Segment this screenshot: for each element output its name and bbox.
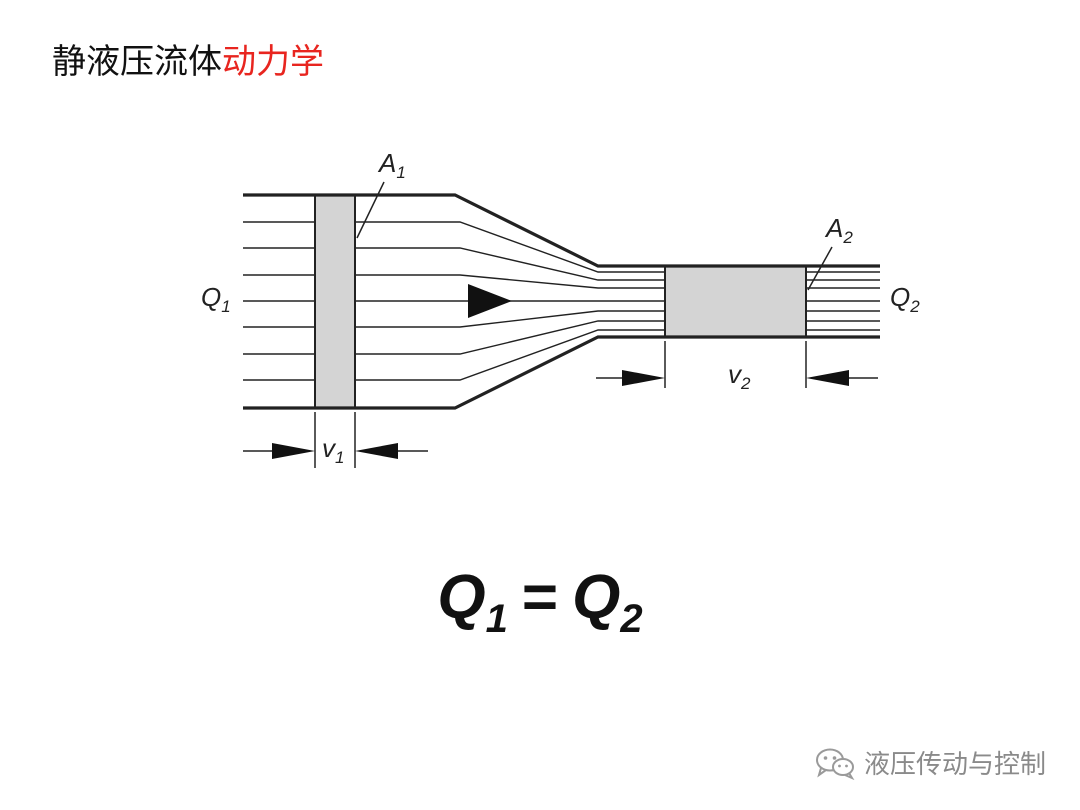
- streamlines: [243, 221, 880, 381]
- equation-operator: =: [521, 563, 559, 632]
- equation-lhs: Q: [437, 563, 486, 632]
- title-main: 静液压流体: [52, 42, 222, 82]
- title-accent: 动力学: [222, 42, 324, 82]
- v1-dimension: [243, 412, 428, 468]
- pipe-walls: [243, 193, 880, 410]
- continuity-equation: Q1=Q2: [0, 562, 1080, 642]
- watermark-text: 液压传动与控制: [863, 750, 1046, 780]
- equation-rhs-sub: 2: [620, 597, 643, 641]
- label-a2: A2: [824, 213, 853, 247]
- v2-left-arrow-icon: [622, 370, 665, 386]
- watermark: 液压传动与控制: [814, 744, 1046, 781]
- v2-right-arrow-icon: [806, 370, 849, 386]
- a1-leader: [356, 181, 385, 239]
- equation-lhs-sub: 1: [485, 597, 508, 641]
- wechat-icon: [815, 748, 855, 780]
- label-a1: A1: [377, 148, 406, 182]
- section-a2: [664, 265, 807, 338]
- label-q1: Q1: [201, 282, 231, 316]
- v1-left-arrow-icon: [272, 443, 315, 459]
- a2-leader: [807, 246, 833, 291]
- v2-dimension: [596, 341, 878, 388]
- flow-arrow-icon: [468, 284, 512, 318]
- page-title: 静液压流体动力学: [52, 34, 324, 83]
- label-v1: v1: [322, 433, 344, 467]
- label-q2: Q2: [890, 282, 920, 316]
- equation-rhs: Q: [572, 563, 621, 632]
- section-a1: [314, 194, 356, 409]
- label-v2: v2: [728, 359, 751, 393]
- v1-right-arrow-icon: [355, 443, 398, 459]
